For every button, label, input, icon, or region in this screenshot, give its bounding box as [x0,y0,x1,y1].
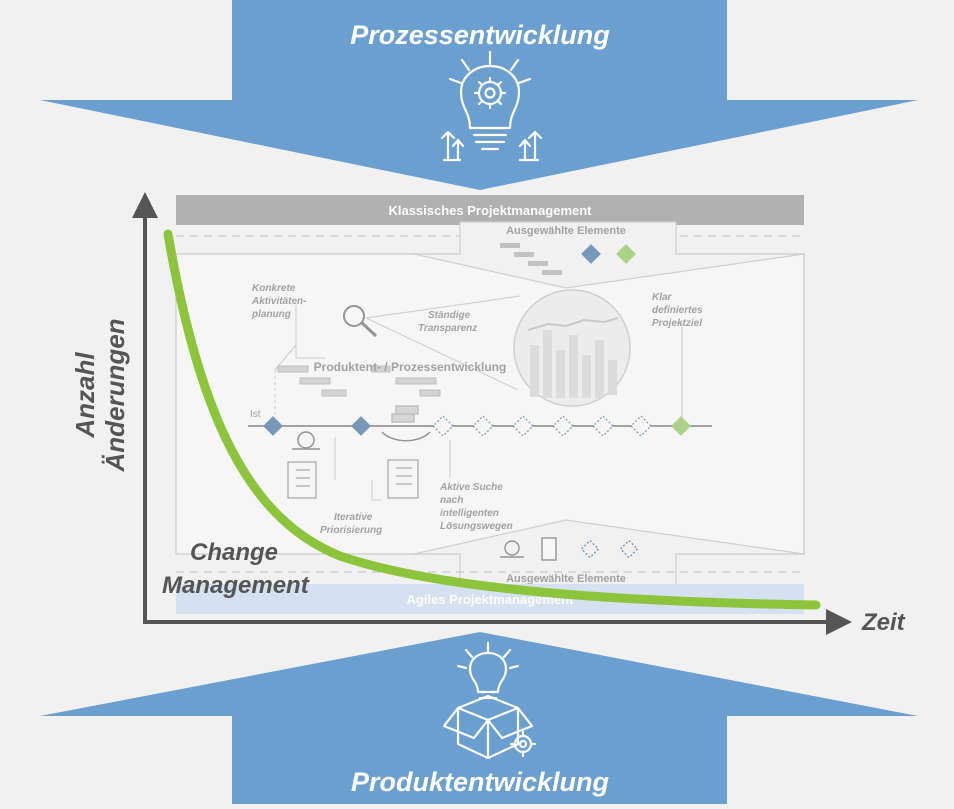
lens-chart [530,330,617,398]
magnifier-icon [343,305,378,338]
cycle-icon [381,405,431,442]
bottom-arrow-label: Produktentwicklung [351,767,610,797]
checklist-icon-1 [287,461,317,499]
agile-header-label: Agiles Projektmanagement [407,592,575,607]
note-iterativ-1: Iterative [334,512,373,523]
note-staendig-2: Transparenz [418,323,477,334]
note-aktiv-1: Aktive Suche [439,482,503,493]
classic-header-label: Klassisches Projektmanagement [388,203,592,218]
note-klar-1: Klar [652,292,673,303]
checklist-icon-2 [387,459,419,499]
lightbulb-box-gear-icon [442,641,537,760]
note-aktiv-2: nach [440,495,463,506]
top-arrow-label: Prozessentwicklung [350,20,610,50]
loop-icon [292,431,320,450]
note-klar-3: Projektziel [652,318,702,329]
framework-diagram: Klassisches Projektmanagement Ausgewählt… [175,195,805,614]
y-axis-arrowhead [132,192,158,218]
note-konkrete-1: Konkrete [252,283,296,294]
lightbulb-gear-growth-icon [440,50,543,162]
curve-label-management: Management [162,572,310,599]
x-axis-arrowhead [826,609,852,635]
note-aktiv-4: Lösungswegen [440,521,513,532]
y-axis-label-1: Anzahl [70,352,100,439]
top-gantt-icon [500,243,562,275]
change-curve [163,229,821,610]
framework-panel [175,253,805,555]
x-axis-label: Zeit [861,609,906,636]
note-konkrete-2: Aktivitäten- [251,296,307,307]
bottom-selected-label: Ausgewählte Elemente [506,573,626,585]
guide-lines [274,295,683,501]
bottom-funnel-icons [500,537,639,561]
note-aktiv-3: intelligenten [440,508,499,519]
milestone-goal [671,416,691,436]
top-funnel [413,221,805,289]
center-gantt [277,365,441,397]
bottom-arrow [40,632,918,804]
classic-header [176,195,804,225]
agile-milestones [432,415,652,437]
timeline-ist-label: Ist [250,409,261,420]
center-label: Produktent- / Prozessentwicklung [314,360,507,374]
note-staendig-1: Ständige [428,310,471,321]
note-iterativ-2: Priorisierung [320,525,382,536]
top-selected-label: Ausgewählte Elemente [506,225,626,237]
milestone-2 [351,416,371,436]
note-konkrete-3: planung [251,309,291,320]
y-axis-label-2: Änderungen [100,318,130,472]
curve-label-change: Change [190,539,278,566]
note-klar-2: definiertes [652,305,703,316]
lens-trend [527,317,619,331]
milestone-ist [263,416,283,436]
